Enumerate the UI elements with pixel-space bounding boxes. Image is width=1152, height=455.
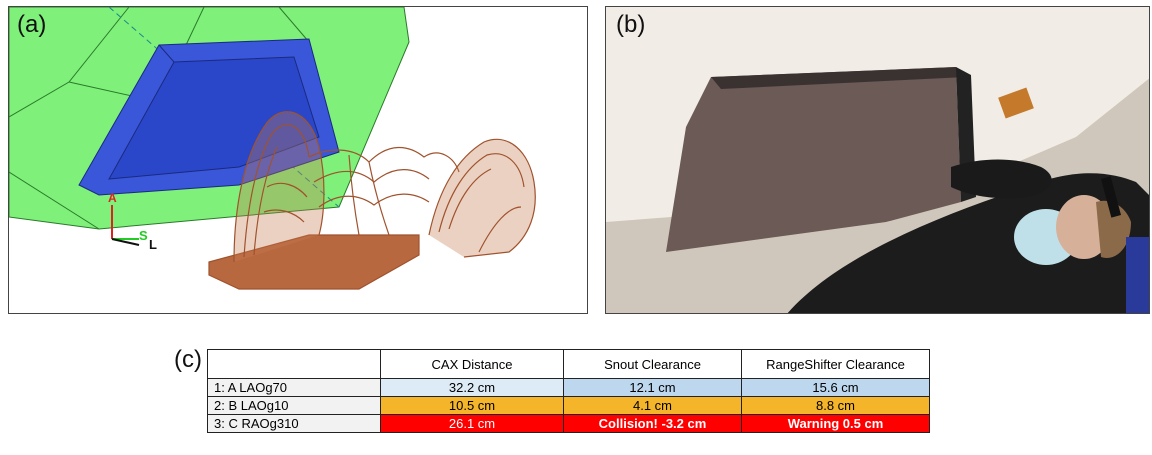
panel-a-collision-model: A S L (a) [8,6,588,314]
collision-model-render: A S L [9,7,536,290]
panel-b-label: (b) [616,11,646,38]
header-cell [207,349,381,379]
table-row: 2: B LAOg10 10.5 cm 4.1 cm 8.8 cm [207,396,930,415]
cax-distance: 32.2 cm [380,378,564,397]
rangeshifter-clearance: 15.6 cm [741,378,930,397]
snout-clearance: 12.1 cm [563,378,742,397]
beam-name: 1: A LAOg70 [207,378,381,397]
rangeshifter-clearance: Warning 0.5 cm [741,414,930,433]
panel-b-photo: (b) [605,6,1150,314]
orientation-axes: A S L [108,191,157,252]
cax-distance: 10.5 cm [380,396,564,415]
patient [787,173,1149,313]
patient-contour [208,111,536,290]
beam-name: 2: B LAOg10 [207,396,381,415]
treatment-room-photo [606,7,1149,313]
snout [666,67,961,252]
clearance-table: CAX Distance Snout Clearance RangeShifte… [207,349,930,433]
snout-clearance: Collision! -3.2 cm [563,414,742,433]
panel-c-label: (c) [174,346,202,373]
cax-distance: 26.1 cm [380,414,564,433]
header-snout-clearance: Snout Clearance [563,349,742,379]
axis-label-a: A [108,191,117,205]
rangeshifter-clearance: 8.8 cm [741,396,930,415]
header-rangeshifter-clearance: RangeShifter Clearance [741,349,930,379]
beam-name: 3: C RAOg310 [207,414,381,433]
header-cax-distance: CAX Distance [380,349,564,379]
snout-clearance: 4.1 cm [563,396,742,415]
table-header-row: CAX Distance Snout Clearance RangeShifte… [207,349,930,379]
axis-label-l: L [149,237,157,252]
axis-label-s: S [139,228,148,243]
panel-a-label: (a) [17,11,47,38]
table-row: 3: C RAOg310 26.1 cm Collision! -3.2 cm … [207,414,930,433]
table-row: 1: A LAOg70 32.2 cm 12.1 cm 15.6 cm [207,378,930,397]
